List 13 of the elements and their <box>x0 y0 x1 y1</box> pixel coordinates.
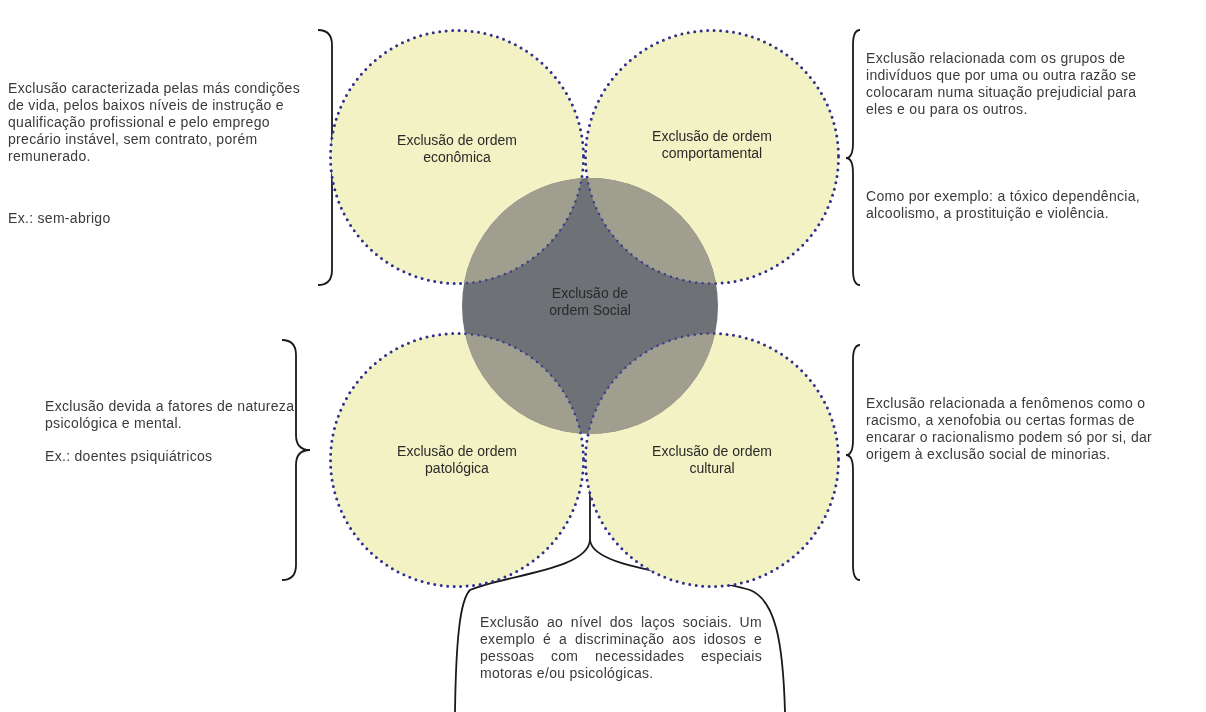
circle-label: Exclusão de ordem Social <box>548 285 632 319</box>
description-text: Exclusão relacionada com os grupos de indivíduos que por uma ou outra razão se colocaram numa situação prejudicial para eles e ou para os outros. <box>866 50 1138 118</box>
description-text: Exclusão devida a fatores de natureza psicológica e mental. <box>45 398 296 432</box>
circle-label: Exclusão de ordem comportamental <box>651 128 773 162</box>
example-text: Ex.: doentes psiquiátricos <box>45 448 214 465</box>
example-text: Como por exemplo: a tóxico dependência, alcoolismo, a prostituição e violência. <box>866 188 1141 222</box>
circle-label: Exclusão de ordem econômica <box>396 132 518 166</box>
description-text: Exclusão caracterizada pelas más condições de vida, pelos baixos níveis de instrução e qualificação profissional e pelo emprego precário instável, sem contrato, porém remunerado. <box>8 80 301 165</box>
circle-label: Exclusão de ordem patológica <box>396 443 518 477</box>
example-text: Ex.: sem-abrigo <box>8 210 112 227</box>
circle-label: Exclusão de ordem cultural <box>652 443 772 477</box>
description-text: Exclusão relacionada a fenômenos como o racismo, a xenofobia ou certas formas de encarar o racionalismo podem só por si, dar origem à exclusão social de minorias. <box>866 395 1154 463</box>
description-text: Exclusão ao nível dos laços sociais. Um exemplo é a discriminação aos idosos e pessoas com necessidades especiais motoras e/ou psicológicas. <box>480 614 762 682</box>
